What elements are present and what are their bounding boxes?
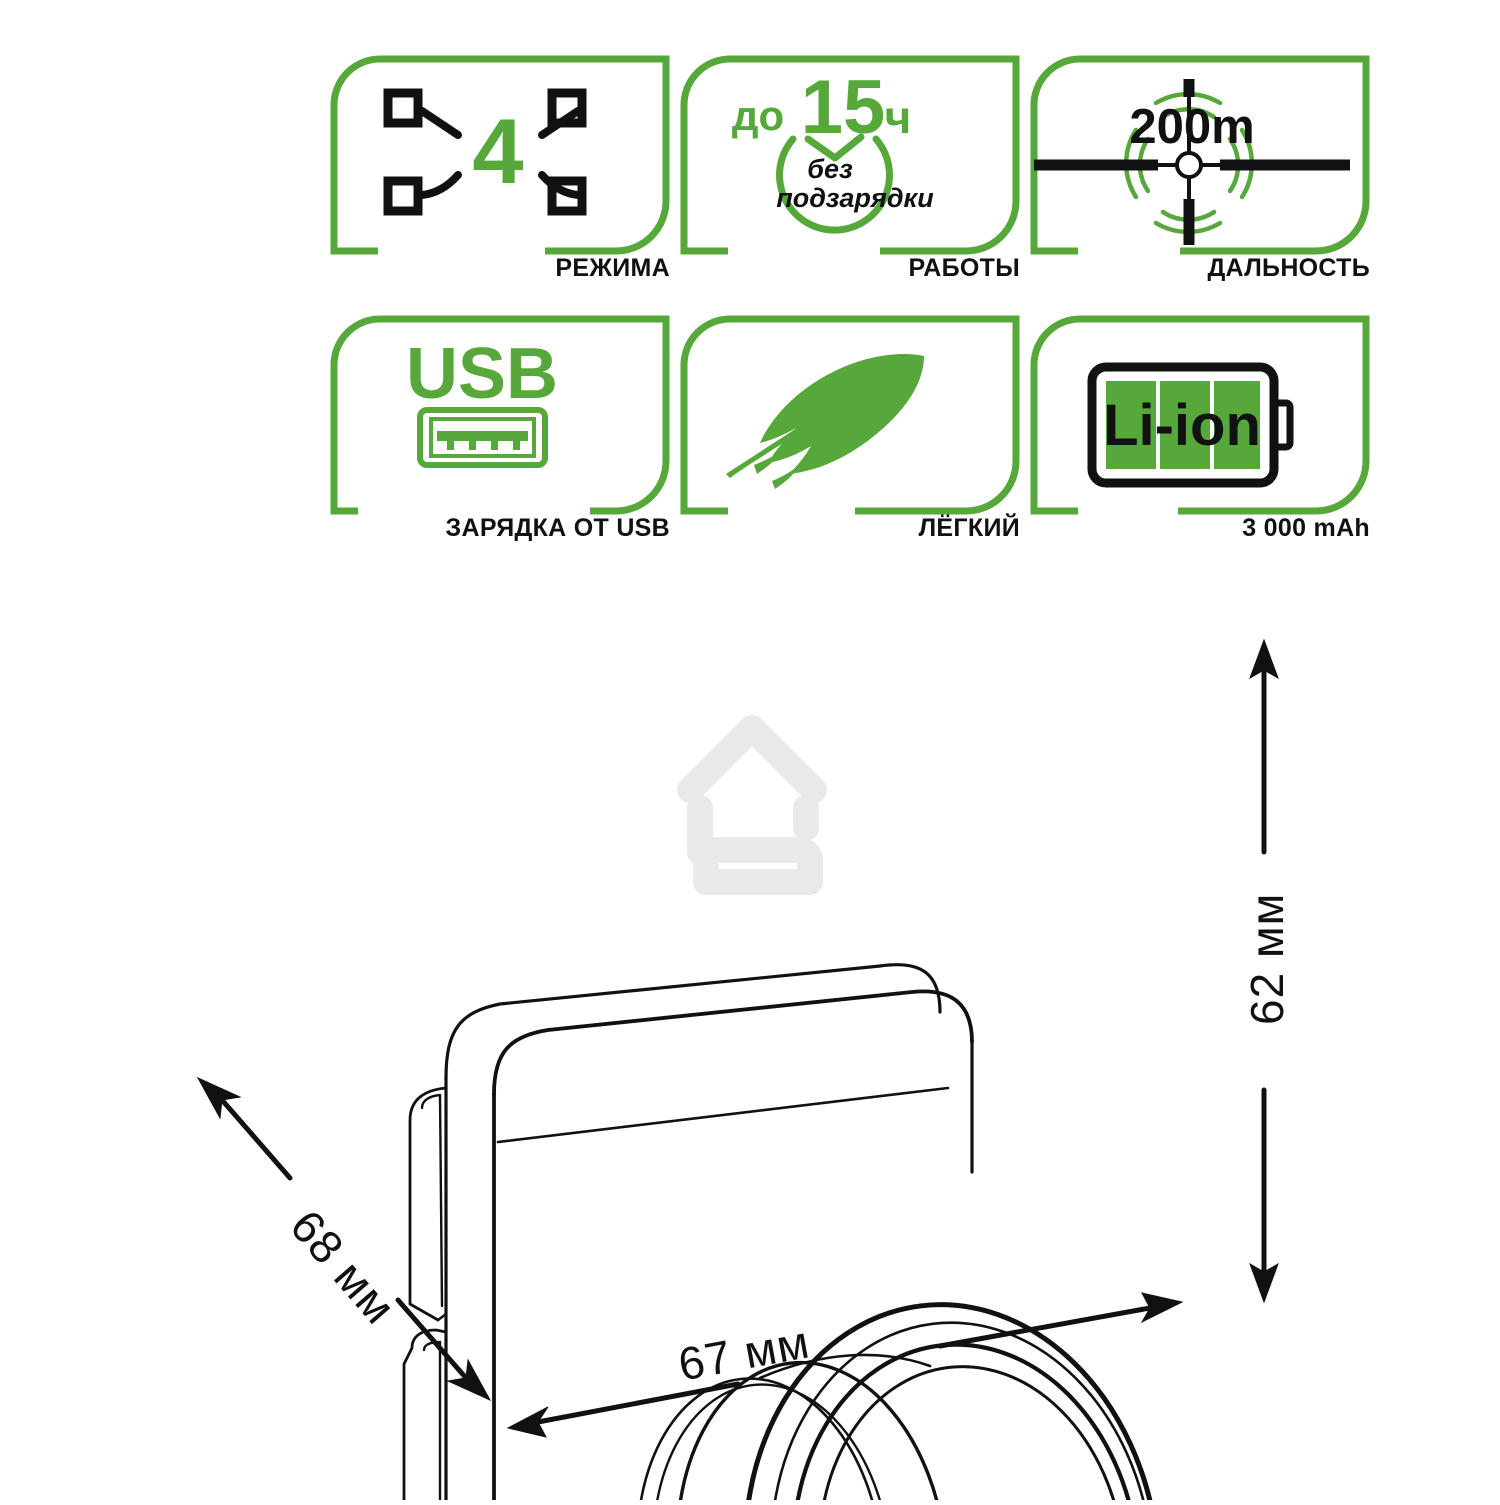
badge-frame [680, 315, 1020, 515]
badge-value: 4 [472, 101, 523, 203]
clock-icon: до 15 ч без подзарядки [732, 65, 934, 234]
feather-icon [726, 354, 924, 489]
badge-caption: РАБОТЫ [908, 254, 1020, 282]
four-modes-icon: 4 [383, 88, 587, 216]
badge-unit: ч [885, 91, 912, 143]
badge-caption: ЛЁГКИЙ [918, 514, 1020, 542]
badge-prefix: до [732, 92, 784, 139]
badge-lightweight: ЛЁГКИЙ [680, 315, 1020, 542]
badge-beam-distance: 200m ДАЛЬНОСТЬ [1030, 55, 1370, 282]
badge-frame [330, 55, 670, 255]
badge-value: Li-ion [1103, 393, 1261, 458]
badge-frame [1030, 315, 1370, 515]
badge-subtext-line1: без [807, 154, 853, 184]
badge-modes: 4 РЕЖИМА [330, 55, 670, 282]
badge-caption: ДАЛЬНОСТЬ [1207, 254, 1370, 282]
dimension-arrow-width [506, 1292, 1184, 1438]
badge-value: 200m [1129, 100, 1254, 154]
badge-usb-charging: USB ЗАРЯДКА ОТ USB [330, 315, 670, 542]
product-illustration: 62 мм 67 мм 68 мм [0, 560, 1500, 1505]
badge-value: USB [406, 334, 558, 414]
dimension-arrow-height [1249, 638, 1279, 1304]
badge-battery: Li-ion 3 000 mAh [1030, 315, 1370, 542]
dimension-label-height: 62 мм [1241, 892, 1293, 1025]
badge-subtext-line2: подзарядки [776, 183, 934, 213]
crosshair-icon: 200m [1034, 79, 1350, 245]
house-watermark-icon [677, 715, 827, 895]
badge-frame [1030, 55, 1370, 255]
badge-frame [330, 315, 670, 515]
badge-value: 15 [801, 65, 886, 150]
badge-caption: ЗАРЯДКА ОТ USB [445, 514, 670, 542]
badge-caption: РЕЖИМА [555, 254, 670, 282]
usb-port-icon: USB [406, 334, 558, 468]
battery-icon: Li-ion [1087, 362, 1294, 488]
badge-caption: 3 000 mAh [1242, 514, 1370, 542]
feature-badge-grid: 4 РЕЖИМА до 15 ч без подзарядки РАБОТЫ [0, 0, 1500, 542]
badge-runtime: до 15 ч без подзарядки РАБОТЫ [680, 55, 1020, 282]
dimension-arrow-depth [196, 1076, 492, 1402]
badge-frame [680, 55, 1020, 255]
